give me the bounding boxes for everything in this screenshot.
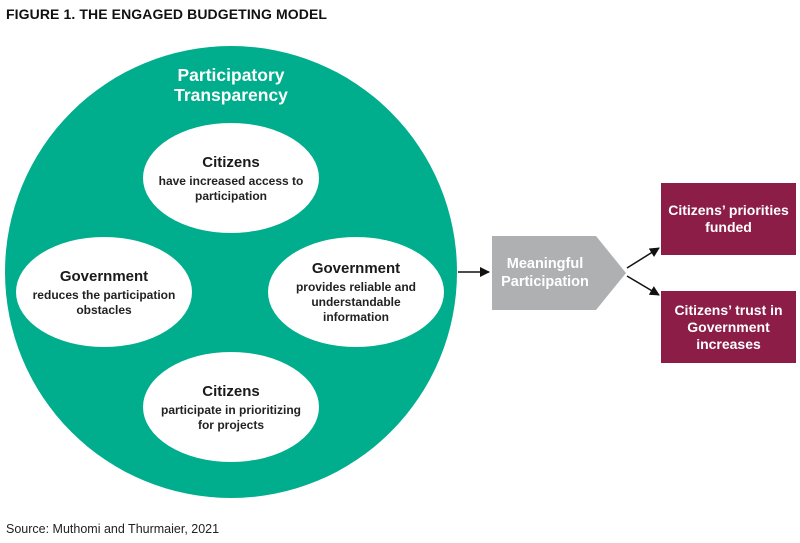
outcome-label: Citizens’ trust in Government increases (674, 301, 783, 352)
outcome-label: Citizens’ priorities funded (668, 202, 789, 235)
figure-title: FIGURE 1. THE ENGAGED BUDGETING MODEL (6, 6, 328, 22)
node-body: have increased access to participation (158, 173, 304, 203)
arrow-to-trust (626, 275, 660, 296)
meaningful-participation-label: Meaningful Participation (501, 256, 589, 290)
chevron-shape (492, 236, 626, 310)
circle-title: Participatory Transparency (174, 65, 288, 105)
node-head: Government (59, 267, 149, 285)
outcome-priorities-funded: Citizens’ priorities funded (661, 183, 796, 255)
node-head: Government (311, 260, 401, 277)
node-head: Citizens (202, 153, 260, 171)
node-citizens-prioritizing: Citizens participate in prioritizing for… (143, 352, 319, 462)
arrow-to-priorities (626, 247, 660, 269)
outcome-trust-increases: Citizens’ trust in Government increases (661, 291, 796, 363)
node-body: provides reliable and understandable inf… (295, 280, 417, 324)
node-body: reduces the participation obstacles (32, 287, 176, 317)
meaningful-participation-arrow: Meaningful Participation (492, 236, 626, 310)
node-body: participate in prioritizing for projects (160, 402, 301, 432)
node-head: Citizens (202, 382, 260, 400)
node-government-obstacles: Government reduces the participation obs… (16, 237, 192, 347)
source-note: Source: Muthomi and Thurmaier, 2021 (6, 522, 220, 536)
node-government-information: Government provides reliable and underst… (268, 237, 444, 347)
node-citizens-access: Citizens have increased access to partic… (143, 123, 319, 233)
